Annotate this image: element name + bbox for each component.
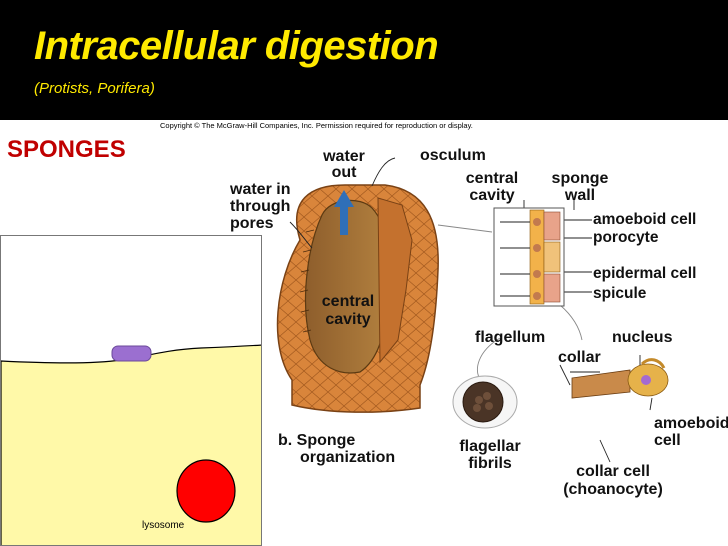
- flagellar-fibrils-drawing: [452, 375, 518, 429]
- wall-detail-cells: [500, 209, 561, 305]
- section-label: SPONGES: [7, 136, 126, 163]
- label-water-out-2: out: [332, 164, 358, 181]
- label-collar: collar: [558, 349, 601, 366]
- cell-illustration: [1, 344, 261, 545]
- label-collar-cell-2: (choanocyte): [563, 481, 663, 498]
- lysosome-label: lysosome: [142, 520, 185, 531]
- label-amoeboid-cell-2a: amoeboid: [654, 415, 728, 432]
- water-out-arrowhead: [334, 190, 354, 207]
- lysosome: [176, 459, 236, 523]
- water-out-arrow: [340, 205, 348, 235]
- label-central-cavity-top-1: central: [466, 170, 518, 187]
- label-central-cavity-mid-1: central: [322, 293, 374, 310]
- title-bar: Intracellular digestion (Protists, Porif…: [0, 0, 728, 120]
- food-particle: [111, 345, 152, 362]
- label-flagellar-fibrils-2: fibrils: [468, 455, 512, 472]
- label-nucleus: nucleus: [612, 329, 673, 346]
- label-flagellar-fibrils-1: flagellar: [459, 438, 520, 455]
- label-sponge-organization-1: b. Sponge: [278, 432, 355, 449]
- phagocytosis-animation-panel: [0, 235, 262, 546]
- label-amoeboid-cell-2b: cell: [654, 432, 681, 449]
- label-flagellum: flagellum: [475, 329, 545, 346]
- label-porocyte: porocyte: [593, 229, 659, 246]
- label-water-in-2: through: [230, 198, 290, 215]
- label-osculum: osculum: [420, 147, 486, 164]
- label-central-cavity-top-2: cavity: [469, 187, 514, 204]
- label-sponge-organization-2: organization: [300, 449, 395, 466]
- central-cavity: [304, 199, 391, 374]
- label-collar-cell-1: collar cell: [576, 463, 650, 480]
- label-sponge-wall-1: sponge: [552, 170, 609, 187]
- sponge-wall-cutaway: [377, 197, 413, 364]
- label-amoeboid-cell: amoeboid cell: [593, 211, 696, 228]
- slide-title: Intracellular digestion: [34, 24, 439, 68]
- label-central-cavity-mid-2: cavity: [325, 311, 370, 328]
- label-spicule: spicule: [593, 285, 647, 302]
- slide-subtitle: (Protists, Porifera): [34, 80, 155, 97]
- pointer-lines: [289, 157, 653, 463]
- label-epidermal-cell: epidermal cell: [593, 265, 696, 282]
- label-water-in-1: water in: [229, 181, 290, 198]
- label-water-out-1: water: [322, 148, 365, 165]
- collar-cell-drawing: [571, 358, 669, 399]
- copyright-notice: Copyright © The McGraw-Hill Companies, I…: [160, 121, 473, 130]
- label-sponge-wall-2: wall: [564, 187, 595, 204]
- label-water-in-3: pores: [230, 215, 274, 232]
